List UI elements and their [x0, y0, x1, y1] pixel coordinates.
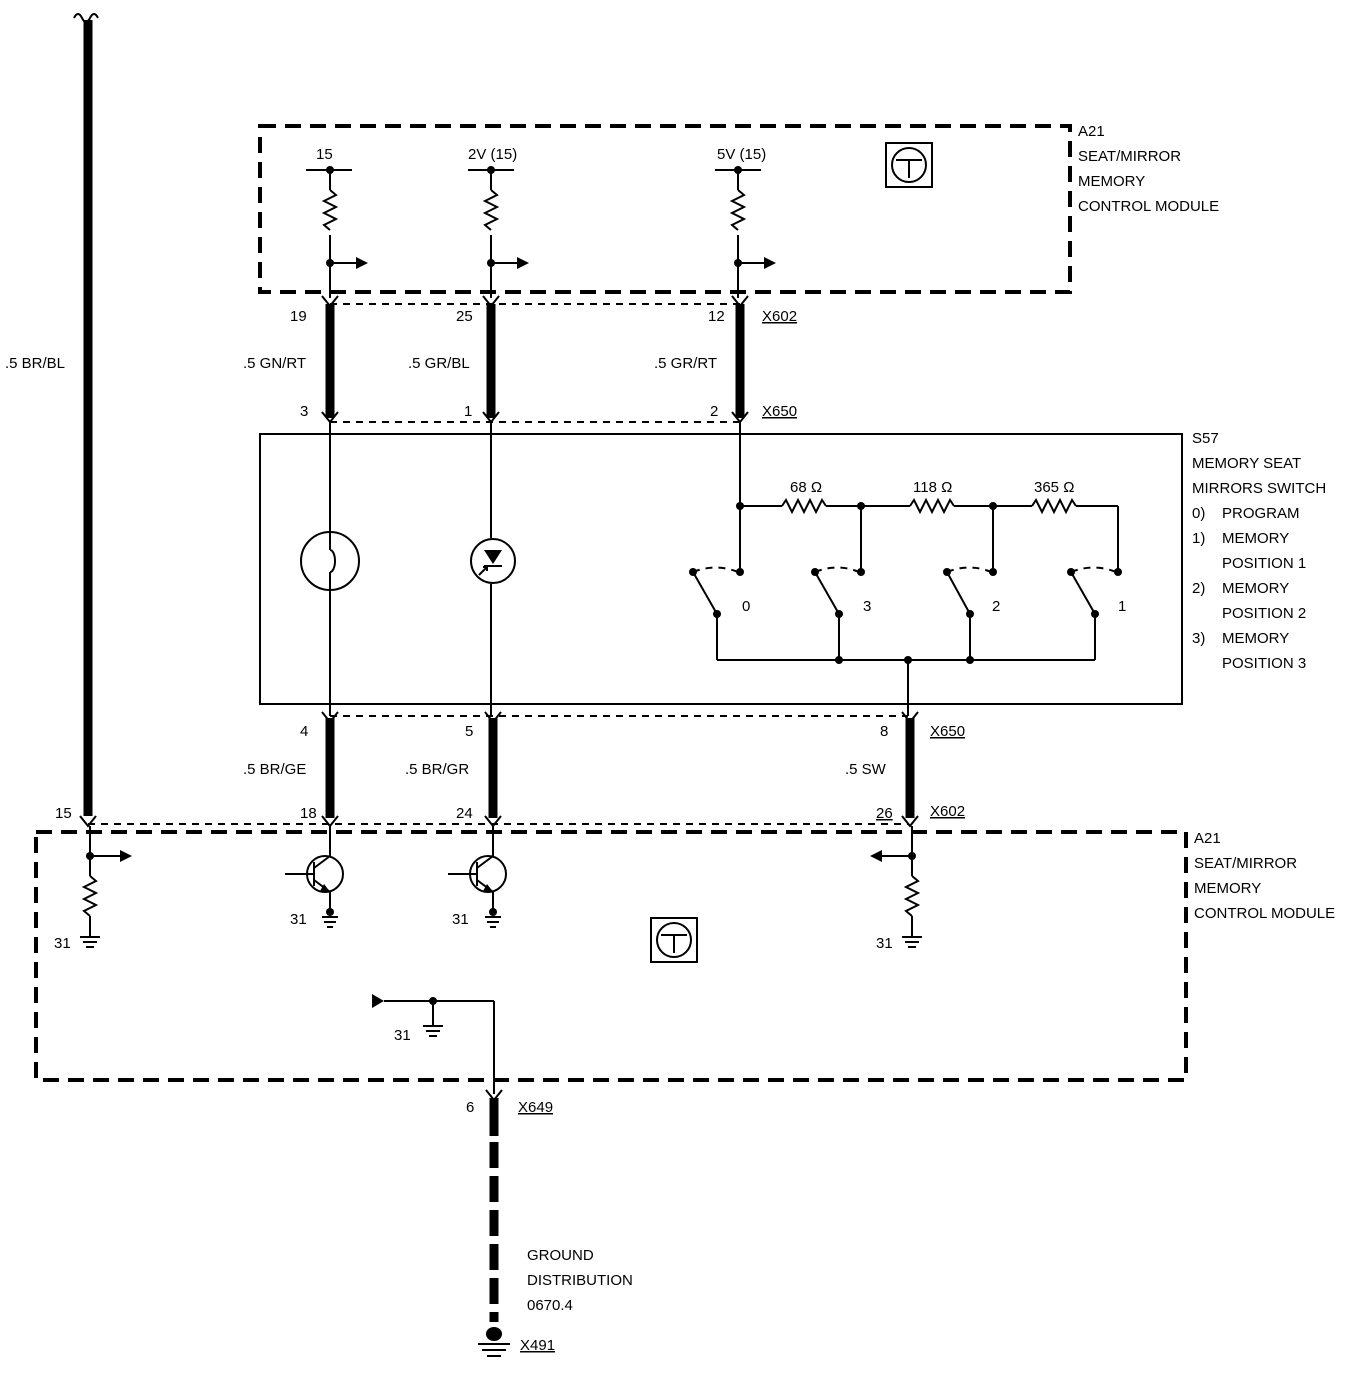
transistor-icon-2 — [448, 826, 507, 928]
wire-label-gr-rt: .5 GR/RT — [654, 355, 717, 372]
switch-contacts — [689, 566, 1122, 716]
led-icon — [470, 422, 516, 716]
pin-8: 8 — [880, 723, 888, 740]
svg-text:MEMORY: MEMORY — [1222, 530, 1289, 547]
ground-label-4: 31 — [876, 935, 893, 952]
pin-4: 4 — [300, 723, 308, 740]
pin-25: 25 — [456, 308, 473, 325]
resistor-ladder — [736, 422, 1119, 572]
contact-label-1: 1 — [1118, 598, 1126, 615]
wire-label-br-ge: .5 BR/GE — [243, 761, 306, 778]
pullup-branch-2 — [468, 166, 529, 298]
pin-1: 1 — [464, 403, 472, 420]
pin-2: 2 — [710, 403, 718, 420]
pin-12: 12 — [708, 308, 725, 325]
bottom-module-line-3: CONTROL MODULE — [1194, 905, 1335, 922]
connector-label-x650-bottom: X650 — [930, 723, 965, 740]
wire-label-gr-bl: .5 GR/BL — [408, 355, 470, 372]
svg-text:2): 2) — [1192, 580, 1205, 597]
ground-distribution-line-3: 0670.4 — [527, 1297, 573, 1314]
ground-distribution-line-1: GROUND — [527, 1247, 594, 1264]
connector-label-x649: X649 — [518, 1099, 553, 1116]
svg-text:0): 0) — [1192, 505, 1205, 522]
top-module-line-3: CONTROL MODULE — [1078, 198, 1219, 215]
pullup-branch-1 — [306, 166, 368, 298]
internal-ground-branch — [372, 994, 495, 1094]
top-module-line-2: MEMORY — [1078, 173, 1145, 190]
switch-position-list: 0) PROGRAM 1) MEMORY POSITION 1 2) MEMORY P… — [1192, 505, 1306, 672]
pin-3: 3 — [300, 403, 308, 420]
bottom-module-line-2: MEMORY — [1194, 880, 1261, 897]
ground-label-3: 31 — [452, 911, 469, 928]
pin-15: 15 — [55, 805, 72, 822]
ground-label-2: 31 — [290, 911, 307, 928]
wire-label-sw: .5 SW — [845, 761, 887, 778]
pin-18: 18 — [300, 805, 317, 822]
svg-text:PROGRAM: PROGRAM — [1222, 505, 1300, 522]
svg-text:1): 1) — [1192, 530, 1205, 547]
resistor-68-label: 68 Ω — [790, 479, 822, 496]
ground-distribution-line-2: DISTRIBUTION — [527, 1272, 633, 1289]
lower-harness-wires — [79, 711, 919, 828]
pin-6: 6 — [466, 1099, 474, 1116]
switch-name: S57 — [1192, 430, 1219, 447]
supply-label-5v: 5V (15) — [717, 146, 766, 163]
pin-5: 5 — [465, 723, 473, 740]
pulldown-branch-right — [870, 826, 922, 948]
control-module-icon-bottom — [650, 917, 698, 963]
control-module-icon-top — [885, 142, 933, 188]
indicator-lamp-icon — [300, 422, 360, 716]
top-module-name: A21 — [1078, 123, 1105, 140]
switch-line-1: MEMORY SEAT — [1192, 455, 1301, 472]
transistor-icon-1 — [285, 826, 344, 928]
switch-line-2: MIRRORS SWITCH — [1192, 480, 1326, 497]
svg-text:POSITION 2: POSITION 2 — [1222, 605, 1306, 622]
wire-label-br-gr: .5 BR/GR — [405, 761, 469, 778]
ground-label-1: 31 — [54, 935, 71, 952]
pulldown-branch-left — [80, 826, 132, 948]
connector-label-x602-top: X602 — [762, 308, 797, 325]
resistor-118-label: 118 Ω — [913, 479, 952, 496]
svg-text:MEMORY: MEMORY — [1222, 630, 1289, 647]
pin-19: 19 — [290, 308, 307, 325]
ground-distribution-wire — [478, 1089, 510, 1357]
svg-text:MEMORY: MEMORY — [1222, 580, 1289, 597]
connector-label-x650-top: X650 — [762, 403, 797, 420]
svg-text:3): 3) — [1192, 630, 1205, 647]
contact-label-0: 0 — [742, 598, 750, 615]
contact-label-3: 3 — [863, 598, 871, 615]
top-module-line-1: SEAT/MIRROR — [1078, 148, 1181, 165]
upper-harness-wires — [321, 295, 749, 424]
resistor-365-label: 365 Ω — [1034, 479, 1074, 496]
connector-label-x602-bottom: X602 — [930, 803, 965, 820]
left-feed-wire-label: .5 BR/BL — [5, 355, 65, 372]
svg-text:POSITION 3: POSITION 3 — [1222, 655, 1306, 672]
pin-24: 24 — [456, 805, 473, 822]
svg-text:POSITION 1: POSITION 1 — [1222, 555, 1306, 572]
top-control-module-box — [258, 124, 1072, 294]
supply-label-15: 15 — [316, 146, 333, 163]
ground-label-5: 31 — [394, 1027, 411, 1044]
pin-26: 26 — [876, 805, 893, 822]
contact-label-2: 2 — [992, 598, 1000, 615]
bottom-module-name: A21 — [1194, 830, 1221, 847]
supply-label-2v: 2V (15) — [468, 146, 517, 163]
connector-label-x491: X491 — [520, 1337, 555, 1354]
switch-box — [259, 433, 1183, 705]
bottom-module-line-1: SEAT/MIRROR — [1194, 855, 1297, 872]
pullup-branch-3 — [715, 166, 776, 298]
bottom-control-module-box — [34, 830, 1188, 1082]
wire-label-gn-rt: .5 GN/RT — [243, 355, 306, 372]
